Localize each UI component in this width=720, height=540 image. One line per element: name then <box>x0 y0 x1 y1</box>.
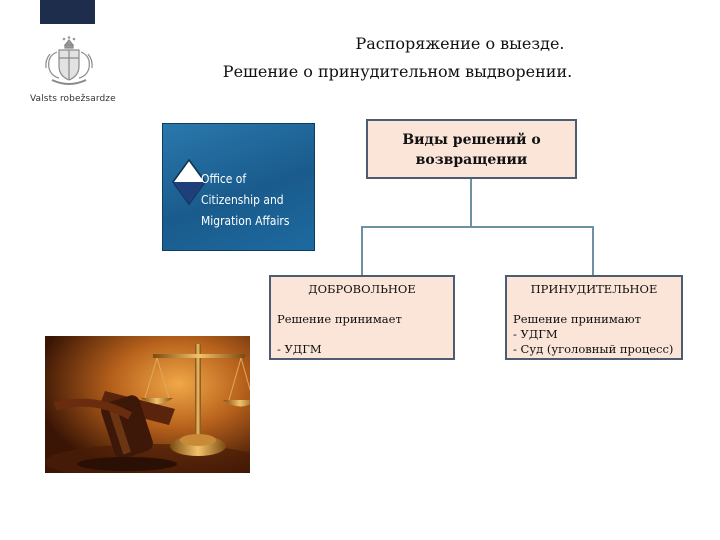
ocma-line-3: Migration Affairs <box>201 213 290 228</box>
root-line-2: возвращении <box>415 152 528 168</box>
connector-vertical-left <box>361 226 363 276</box>
title-line-1: Распоряжение о выезде. <box>355 34 565 53</box>
forced-line-1: Решение принимают <box>513 312 642 326</box>
diamond-icon <box>172 158 206 206</box>
ocma-logo-text: Office of Citizenship and Migration Affa… <box>201 168 289 231</box>
forced-heading: ПРИНУДИТЕЛЬНОЕ <box>530 282 658 296</box>
connector-horizontal <box>361 226 594 228</box>
voluntary-decision-box: ДОБРОВОЛЬНОЕ Решение принимает - УДГМ <box>269 275 455 360</box>
connector-vertical-right <box>592 226 594 276</box>
forced-decision-box: ПРИНУДИТЕЛЬНОЕ Решение принимают - УДГМ … <box>505 275 683 360</box>
ocma-line-1: Office of <box>201 171 247 186</box>
voluntary-heading: ДОБРОВОЛЬНОЕ <box>308 282 416 296</box>
page-title: Распоряжение о выезде. Решение о принуди… <box>0 30 720 86</box>
voluntary-line-2: - УДГМ <box>277 342 322 356</box>
voluntary-spacer <box>271 327 453 342</box>
ocma-line-2: Citizenship and <box>201 192 284 207</box>
voluntary-line-1: Решение принимает <box>277 312 402 326</box>
coat-of-arms-icon <box>45 36 93 85</box>
title-line-2: Решение о принудительном выдворении. <box>222 62 573 81</box>
ocma-logo: Office of Citizenship and Migration Affa… <box>162 123 315 251</box>
forced-line-2: - УДГМ <box>513 327 558 341</box>
root-line-1: Виды решений о <box>402 132 541 148</box>
forced-line-3: - Суд (уголовный процесс) <box>513 342 674 356</box>
logo-caption: Valsts robežsardze <box>30 94 116 104</box>
gavel-scales-icon <box>45 336 250 473</box>
diagram-root-box: Виды решений о возвращении <box>366 119 577 179</box>
connector-vertical-root <box>470 179 472 227</box>
header-bar <box>40 0 95 24</box>
